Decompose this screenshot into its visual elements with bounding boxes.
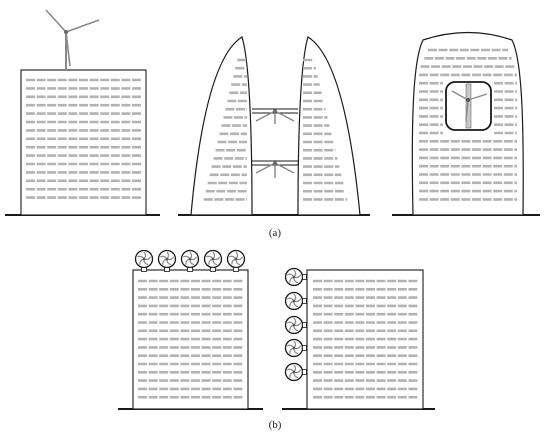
rotor-icon: [284, 267, 307, 287]
panel-b-label: (b): [269, 419, 282, 431]
panel-b: (b): [118, 249, 435, 431]
rotor-icon: [203, 249, 223, 272]
rotor-icon: [284, 291, 307, 311]
tower-with-rooftop-turbine: [5, 9, 160, 216]
rotor-icon: [226, 249, 246, 272]
rotor-column: [284, 267, 307, 382]
window-grid: [138, 279, 243, 399]
right-window-grid: [303, 58, 348, 201]
upper-bridge-turbine: [252, 108, 298, 124]
panel-a: (a): [5, 9, 540, 239]
rotor-row: [134, 249, 246, 272]
lower-bridge-turbine: [252, 160, 298, 178]
wind-turbine-icon: [45, 9, 100, 70]
rotor-icon: [134, 249, 154, 272]
rotor-icon: [284, 362, 307, 382]
rotor-icon: [284, 315, 307, 335]
window-grid: [313, 279, 418, 399]
tower-with-facade-rotors: [282, 267, 435, 410]
wind-turbine-icon: [255, 109, 295, 124]
rotor-icon: [180, 249, 200, 272]
building-outline: [20, 69, 147, 216]
wind-turbine-icon: [255, 161, 295, 178]
rotor-icon: [157, 249, 177, 272]
rotor-icon: [284, 338, 307, 358]
wind-turbine-icon: [451, 83, 488, 129]
left-window-grid: [203, 58, 247, 201]
window-grid: [419, 48, 517, 201]
twin-sail-towers: [178, 36, 370, 216]
tower-with-central-opening: [392, 31, 540, 216]
tower-with-rooftop-rotors: [118, 249, 263, 410]
window-grid: [26, 78, 141, 199]
panel-a-label: (a): [269, 227, 282, 239]
